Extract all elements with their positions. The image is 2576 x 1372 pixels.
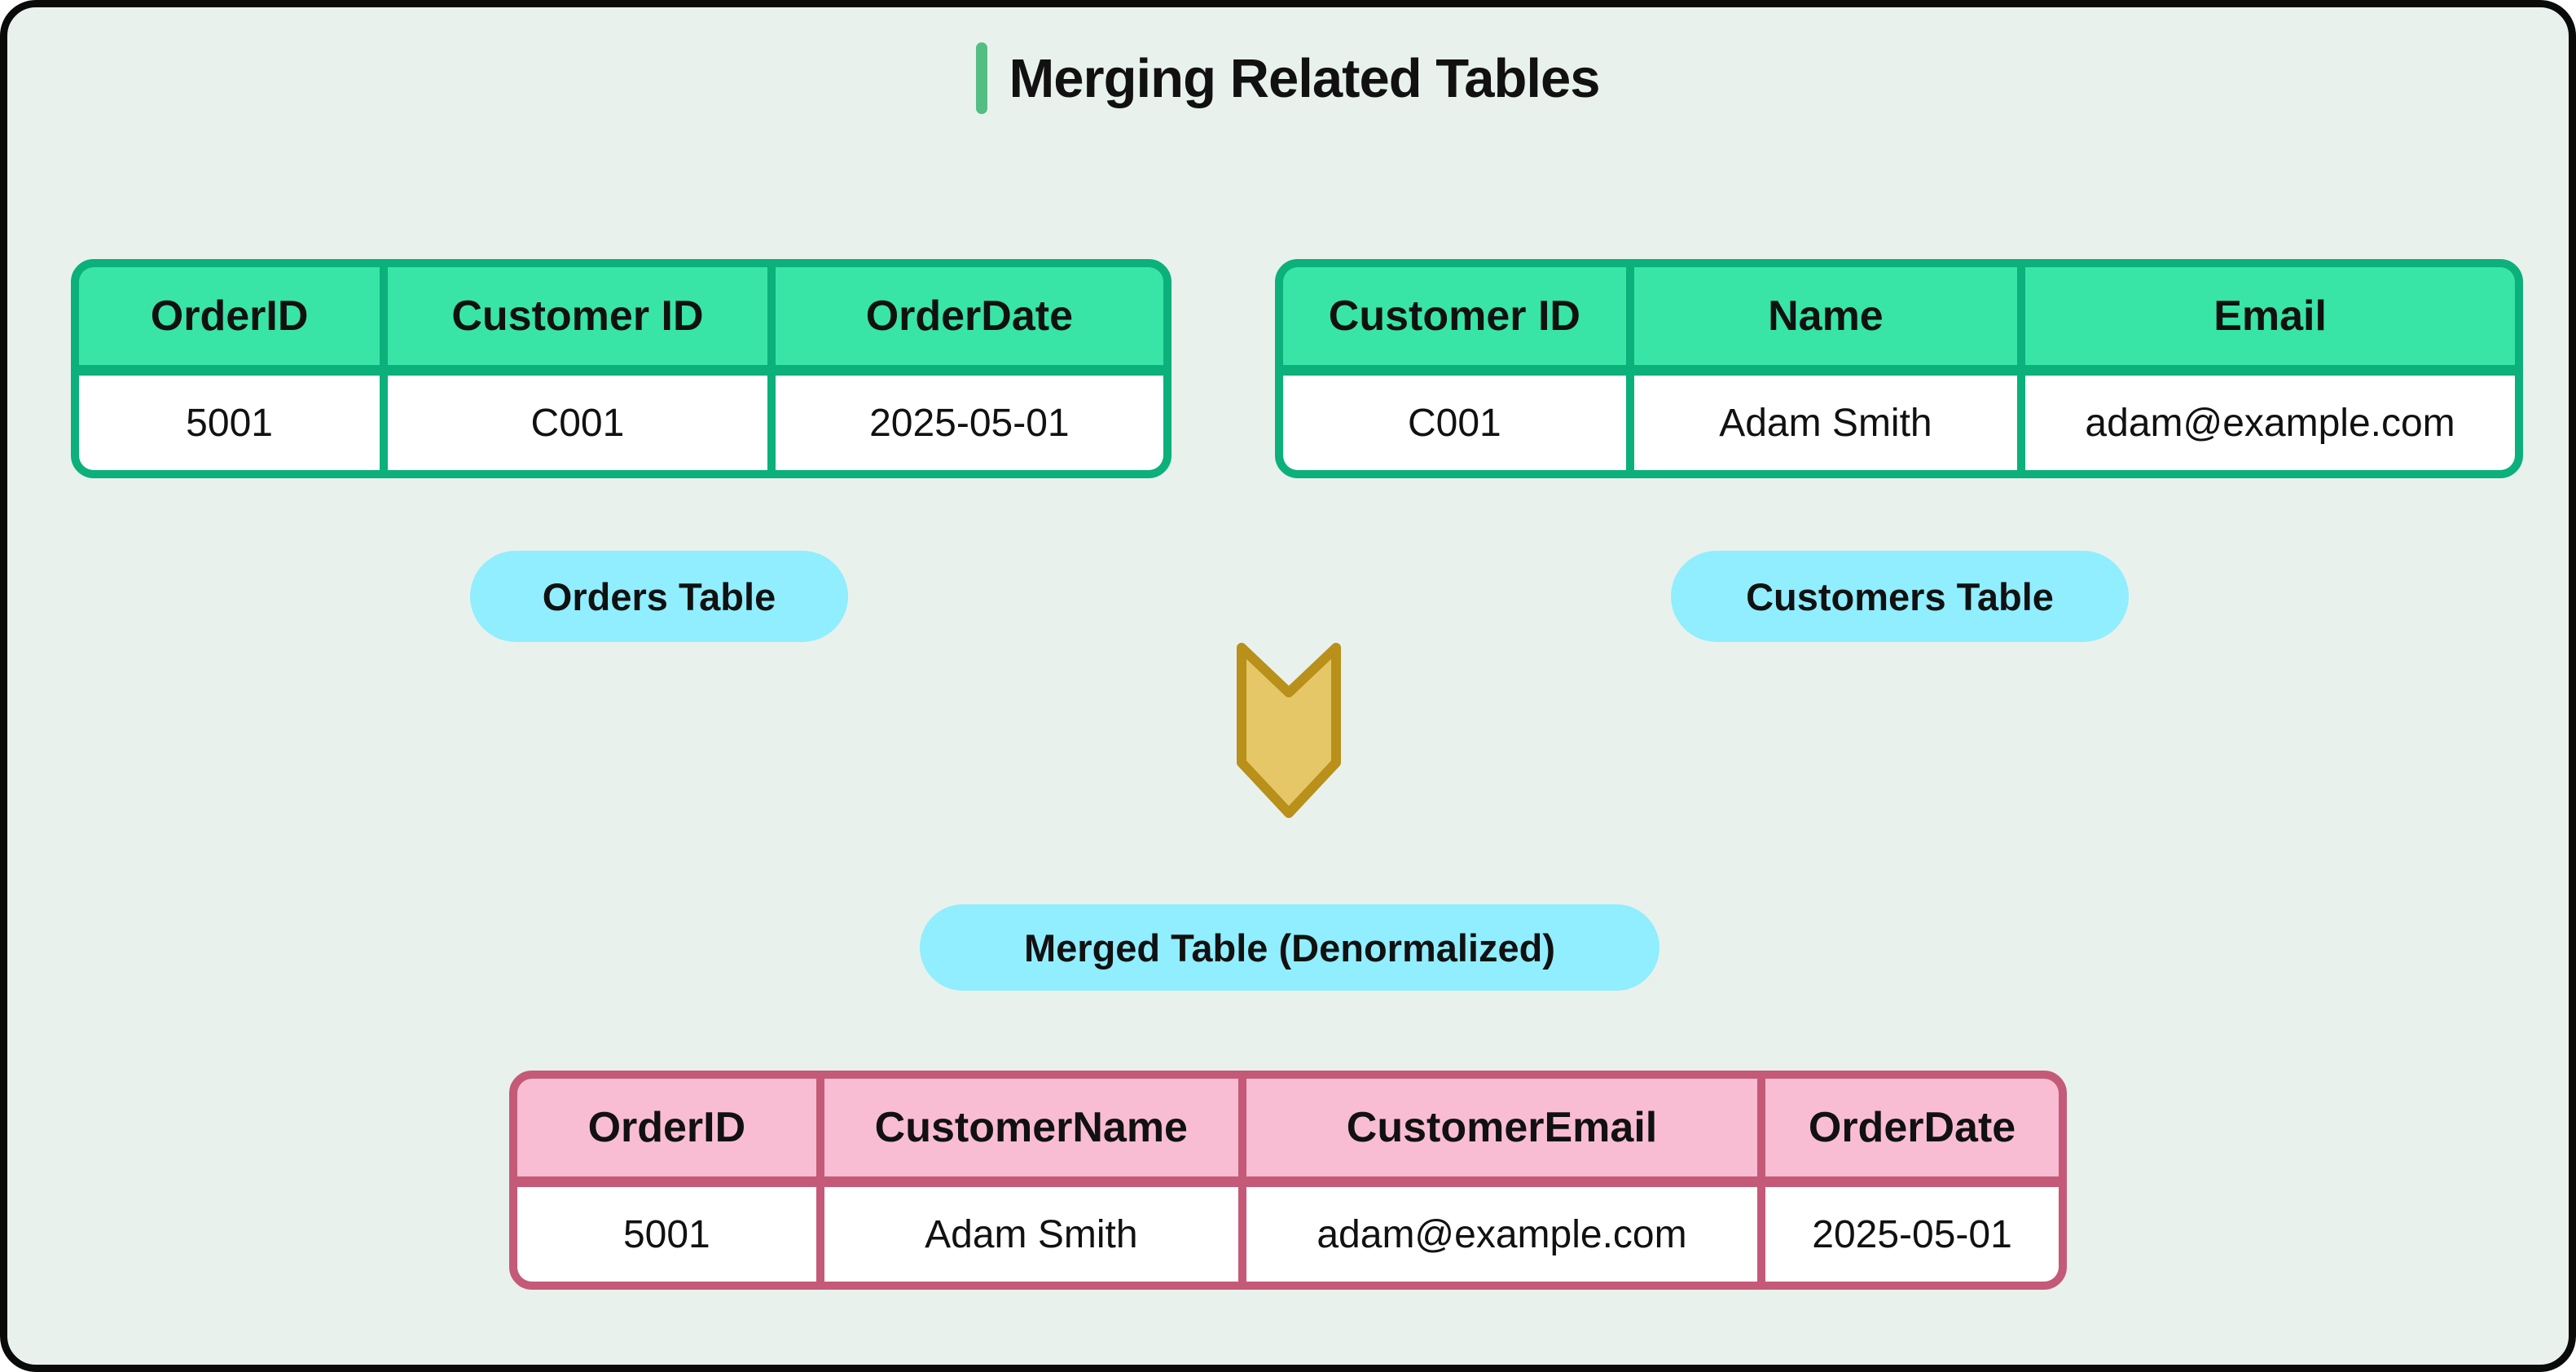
orders-table: OrderID Customer ID OrderDate 5001 C001 … bbox=[71, 259, 1172, 478]
customers-table-label: Customers Table bbox=[1671, 551, 2129, 642]
merged-table-label: Merged Table (Denormalized) bbox=[920, 904, 1659, 991]
orders-header-customerid: Customer ID bbox=[388, 267, 767, 365]
merged-header-orderdate: OrderDate bbox=[1765, 1079, 2059, 1176]
orders-table-label: Orders Table bbox=[470, 551, 848, 642]
merge-arrow-icon bbox=[1236, 642, 1342, 820]
customers-cell-customerid: C001 bbox=[1283, 376, 1626, 470]
orders-cell-orderid: 5001 bbox=[79, 376, 380, 470]
customers-cell-email: adam@example.com bbox=[2025, 376, 2515, 470]
merged-header-customeremail: CustomerEmail bbox=[1246, 1079, 1758, 1176]
orders-cell-orderdate: 2025-05-01 bbox=[775, 376, 1163, 470]
customers-header-email: Email bbox=[2025, 267, 2515, 365]
merged-header-customername: CustomerName bbox=[824, 1079, 1238, 1176]
customers-cell-name: Adam Smith bbox=[1633, 376, 2018, 470]
orders-header-orderdate: OrderDate bbox=[775, 267, 1163, 365]
merged-table: OrderID CustomerName CustomerEmail Order… bbox=[509, 1071, 2067, 1290]
customers-header-customerid: Customer ID bbox=[1283, 267, 1626, 365]
merged-cell-orderdate: 2025-05-01 bbox=[1765, 1187, 2059, 1282]
merged-cell-customeremail: adam@example.com bbox=[1246, 1187, 1758, 1282]
page-title: Merging Related Tables bbox=[1009, 47, 1600, 109]
customers-header-name: Name bbox=[1633, 267, 2018, 365]
title-row: Merging Related Tables bbox=[0, 31, 2576, 125]
merged-header-orderid: OrderID bbox=[517, 1079, 816, 1176]
merged-cell-orderid: 5001 bbox=[517, 1187, 816, 1282]
title-accent-bar bbox=[976, 42, 988, 114]
merged-cell-customername: Adam Smith bbox=[824, 1187, 1238, 1282]
customers-table: Customer ID Name Email C001 Adam Smith a… bbox=[1275, 259, 2523, 478]
orders-header-orderid: OrderID bbox=[79, 267, 380, 365]
orders-cell-customerid: C001 bbox=[388, 376, 767, 470]
